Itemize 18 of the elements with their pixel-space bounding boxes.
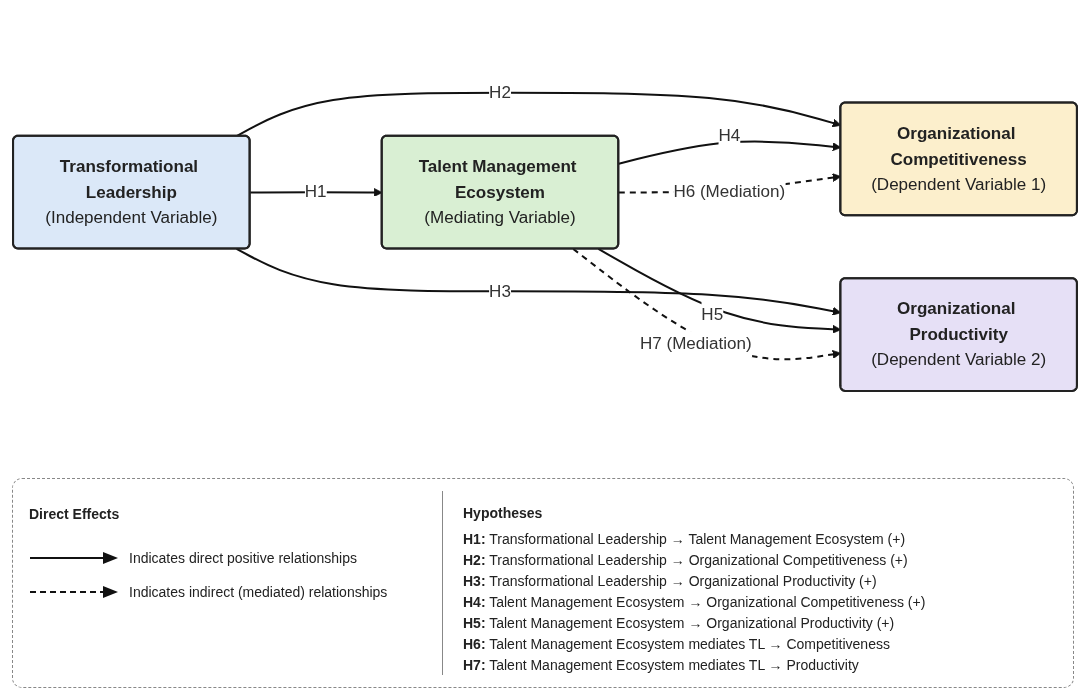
hypotheses-heading: Hypotheses [463, 505, 543, 521]
hypothesis-text: H4: Talent Management Ecosystem → Organizational Competitiveness (+) [463, 594, 926, 610]
edge-label: H2 [488, 82, 511, 102]
edge-label: H7 (Mediation) [639, 333, 752, 353]
legend-text: Indicates indirect (mediated) relationships [129, 584, 388, 600]
hypothesis-text: H7: Talent Management Ecosystem mediates TL → Productivity [463, 657, 859, 673]
legend-text: Indicates direct positive relationships [129, 550, 357, 566]
edge-label: H6 (Mediation) [672, 181, 785, 201]
edge-label: H4 [717, 125, 740, 145]
hypothesis-text: H3: Transformational Leadership → Organizational Productivity (+) [463, 573, 877, 589]
edge-label: H5 [700, 304, 723, 324]
hypothesis-text: H1: Transformational Leadership → Talent Management Ecosystem (+) [463, 531, 906, 547]
edge-label: H3 [488, 281, 511, 301]
hypothesis-text: H6: Talent Management Ecosystem mediates TL → Competitiveness [463, 636, 890, 652]
hypothesis-text: H2: Transformational Leadership → Organizational Competitiveness (+) [463, 552, 908, 568]
legend-heading: Direct Effects [29, 506, 120, 522]
hypothesis-text: H5: Talent Management Ecosystem → Organizational Productivity (+) [463, 615, 895, 631]
edge-label: H1 [304, 181, 327, 201]
